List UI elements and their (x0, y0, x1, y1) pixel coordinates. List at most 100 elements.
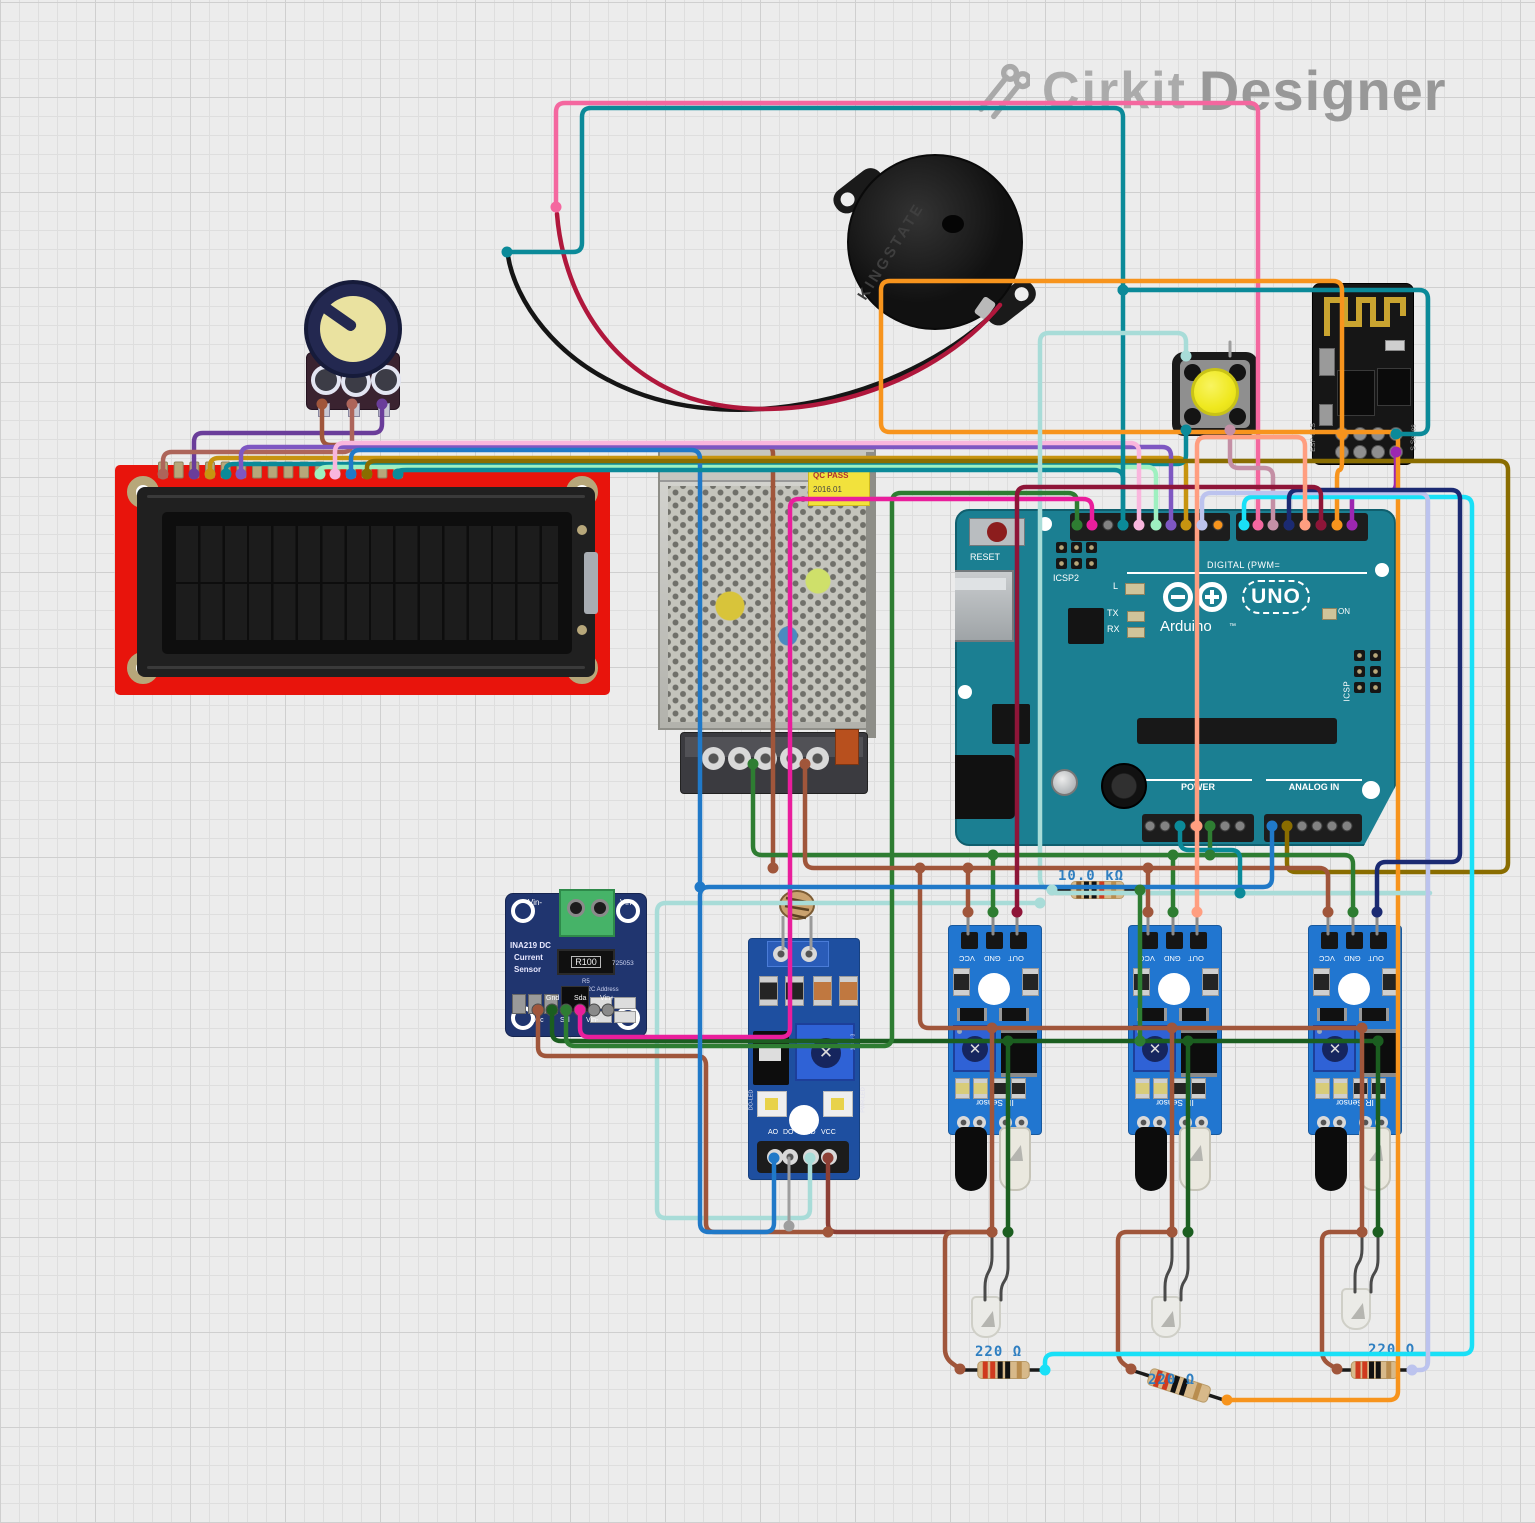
capacitor (1051, 769, 1078, 796)
usb-port (955, 570, 1014, 642)
tm-mark: ™ (1229, 623, 1236, 630)
ir-part (1009, 1145, 1023, 1161)
push-button[interactable] (1172, 352, 1258, 436)
wire-led2-leg-a[interactable] (1163, 1230, 1174, 1302)
ir-part: OUT (1188, 954, 1204, 963)
psu-terminal-screw[interactable] (806, 747, 829, 770)
wire-junction-dot (1002, 1226, 1014, 1238)
ir-part (1137, 1029, 1142, 1034)
resistor-10k[interactable] (1070, 881, 1125, 899)
ir-part (1313, 968, 1330, 996)
lcd-char-grid (176, 526, 558, 640)
on-label: ON (1338, 607, 1350, 616)
ir-part (1011, 1078, 1026, 1099)
ir-sensor-module-3[interactable]: VCC GND OUT ✕ IR Sensor (1308, 925, 1402, 1191)
ir-part (986, 932, 1003, 949)
wire-junction-dot (1166, 1226, 1178, 1238)
wire-led3-leg-a[interactable] (1353, 1230, 1364, 1294)
power-header[interactable] (1142, 814, 1254, 842)
capacitor (1101, 763, 1147, 809)
ir-part: GND (984, 954, 1001, 963)
ir-part (1191, 1078, 1206, 1099)
wire-junction-dot (962, 906, 974, 918)
reset-button[interactable] (969, 518, 1025, 546)
wire-junction-dot (694, 881, 706, 893)
button-contact (1229, 408, 1246, 425)
ir-receiver-led (999, 1127, 1031, 1191)
arduino-logo-icon (1163, 582, 1193, 612)
ir-emitter-led (955, 1127, 987, 1191)
wire-junction-dot (1322, 906, 1334, 918)
wire-junction-dot (1134, 884, 1146, 896)
wire-junction-dot (1142, 862, 1154, 874)
rx-label: RX (1107, 624, 1120, 634)
pot-knob[interactable] (304, 280, 402, 378)
ir-receiver-led (1359, 1127, 1391, 1191)
pot-pin (348, 403, 360, 417)
wire-junction-dot (1356, 1226, 1368, 1238)
ir-part: ✕ (1142, 1036, 1168, 1062)
lcd-16x2-module[interactable] (115, 465, 610, 695)
analog-header[interactable] (1264, 814, 1362, 842)
resistor-10k-label: 10.0 kΩ (1058, 868, 1124, 884)
arduino-uno-board[interactable]: DIGITAL (PWM= POWER ANALOG IN RESET ICSP… (955, 509, 1396, 846)
ir-emitter-led (1135, 1127, 1167, 1191)
digital-label: DIGITAL (PWM= (1207, 560, 1281, 570)
ir-part: VCC (1319, 954, 1335, 963)
ir-part (1179, 1008, 1209, 1021)
led-l (1125, 583, 1145, 595)
ir-part (1022, 968, 1039, 996)
ir-part (1317, 1029, 1322, 1034)
button-cap[interactable] (1191, 368, 1239, 416)
ir-part (1133, 968, 1150, 996)
resistor-220-2[interactable] (1147, 1368, 1212, 1403)
ina219-current-sensor[interactable]: Vin- Vin+ R100 INA219 DC Current Sensor … (505, 889, 647, 1037)
wire-junction-dot (1167, 849, 1179, 861)
pot-pin (378, 403, 390, 417)
wire-led1-leg-b[interactable] (999, 1230, 1010, 1302)
ldr-sensor-module[interactable]: ✕ 1 336 3 DO-LED PWR-LED AO DO GND VCC (748, 938, 867, 1180)
ldr-trimmer[interactable]: ✕ (795, 1023, 855, 1081)
ir-part (1382, 968, 1399, 996)
digital-header[interactable] (1070, 513, 1230, 541)
ir-part (1010, 932, 1027, 949)
wire-junction-dot (1406, 1364, 1418, 1376)
ir-part: ✕ (962, 1036, 988, 1062)
ir-part (1338, 973, 1370, 1005)
digital-header[interactable] (1236, 513, 1368, 541)
ir-part (957, 1029, 962, 1034)
analog-label: ANALOG IN (1288, 782, 1340, 792)
ir-part: VCC (959, 954, 975, 963)
wire-junction-dot (1204, 849, 1216, 861)
psu-terminal-screw[interactable] (780, 747, 803, 770)
wire-junction-dot (1221, 1394, 1233, 1406)
ic-socket (1137, 718, 1337, 744)
wire-junction-dot (1234, 887, 1246, 899)
button-contact (1184, 408, 1201, 425)
psu-terminal-screw[interactable] (754, 747, 777, 770)
ir-sensor-module-1[interactable]: VCC GND OUT ✕ IR Sensor (948, 925, 1042, 1191)
piezo-buzzer[interactable]: KINGSTATE (828, 150, 1040, 342)
ir-part: ✕ (1313, 1025, 1356, 1072)
pot-pin (318, 403, 330, 417)
ir-sensor-module-2[interactable]: VCC GND OUT ✕ IR Sensor (1128, 925, 1222, 1191)
psu-terminal-screw[interactable] (702, 747, 725, 770)
wire-junction-dot (987, 906, 999, 918)
psu-terminal-screw[interactable] (728, 747, 751, 770)
wire-led1-leg-a[interactable] (983, 1230, 994, 1302)
ir-emitter-led (1315, 1127, 1347, 1191)
psu-fuse (835, 729, 859, 765)
resistor-220-3[interactable] (1350, 1361, 1399, 1379)
white-led-3[interactable] (1341, 1288, 1371, 1330)
l-label: L (1113, 581, 1119, 591)
white-led-1[interactable] (971, 1296, 1001, 1338)
resistor-220-1[interactable] (977, 1361, 1030, 1379)
wire-junction-dot (1182, 1226, 1194, 1238)
esp8266-module[interactable]: ESP-01S S Series (1310, 283, 1418, 465)
white-led-2[interactable] (1151, 1296, 1181, 1338)
wire-junction-dot (1166, 1226, 1178, 1238)
wire-led2-leg-b[interactable] (1179, 1230, 1190, 1302)
wire-led3-leg-b[interactable] (1369, 1230, 1380, 1294)
power-supply[interactable]: QC PASS 2016.01 (658, 448, 878, 794)
